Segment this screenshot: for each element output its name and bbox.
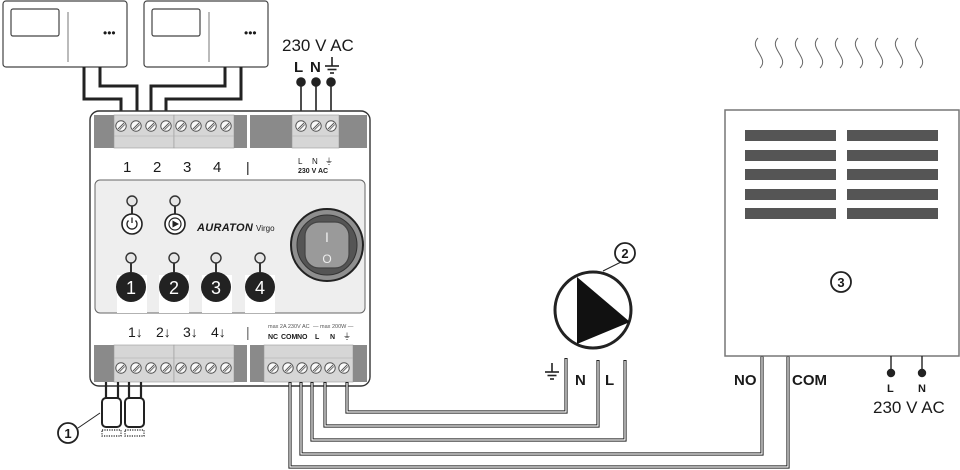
zone-button-label: 1 [126, 278, 136, 298]
terminal-label-l: L [315, 334, 320, 341]
zone-button-3[interactable]: 3 [201, 252, 232, 313]
zone-button-4[interactable]: 4 [245, 252, 275, 313]
zone-input-label-2: 2 [153, 159, 161, 176]
auraton-virgo-controller: 1 2 3 4 | L N ⏚ 230 V AC AURATON Vir [89, 110, 371, 387]
pump-earth-icon [544, 362, 560, 380]
terminal-label-earth: ⏚ [343, 332, 351, 341]
terminal-label-nc: NC [268, 334, 278, 341]
terminal-label-no: NO [297, 334, 308, 341]
callout-1: 1 [57, 422, 79, 444]
power-l-label: L [298, 157, 303, 166]
pump-n-label: N [575, 372, 586, 389]
zone-input-label-1: 1 [123, 159, 131, 176]
callout-1-label: 1 [64, 426, 71, 441]
thermostat-menu-dots: ••• [103, 26, 116, 40]
model-name: Virgo [256, 224, 275, 233]
brand-logo: AURATON [196, 222, 254, 234]
callout-3-label: 3 [837, 275, 844, 290]
circulation-pump [553, 258, 633, 350]
zone-input-label-3: 3 [183, 159, 191, 176]
supply-l-label: L [294, 59, 303, 76]
pump-l-label: L [605, 372, 614, 389]
zone-output-label-4: 4↓ [211, 324, 226, 340]
zone-button-label: 2 [169, 278, 179, 298]
thermostat-menu-dots: ••• [244, 26, 257, 40]
boiler-no-label: NO [734, 372, 757, 389]
power-icon [126, 217, 138, 230]
earth-ground-icon [324, 56, 340, 74]
terminal-label-n: N [330, 334, 335, 341]
callout-3: 3 [830, 271, 852, 293]
boiler-com-label: COM [792, 372, 827, 389]
thermal-actuators [77, 382, 145, 437]
zone-button-2[interactable]: 2 [159, 252, 189, 313]
zone-button-label: 3 [211, 278, 221, 298]
pump-rating-label: — max 200W — [313, 324, 354, 330]
callout-2-label: 2 [621, 246, 628, 261]
zone-button-1[interactable]: 1 [116, 252, 147, 313]
power-n-label: N [312, 157, 318, 166]
supply-n-label: N [310, 59, 321, 76]
power-voltage-label: 230 V AC [298, 168, 328, 175]
switch-on-label: I [325, 229, 329, 245]
zone-button-label: 4 [255, 278, 265, 298]
boiler: 3 NO COM L N 230 V AC [724, 37, 960, 417]
supply-voltage-label: 230 V AC [282, 36, 354, 55]
room-thermostat-1: ••• [2, 0, 128, 68]
callout-2: 2 [614, 242, 636, 264]
zone-output-label-2: 2↓ [156, 324, 171, 340]
boiler-voltage-label: 230 V AC [873, 398, 945, 417]
boiler-vents [745, 130, 938, 219]
power-earth-label: ⏚ [325, 157, 333, 166]
boiler-n-label: N [918, 383, 926, 395]
room-thermostat-2: ••• [143, 0, 269, 68]
relay-rating-label: max 2A 230V AC [268, 324, 310, 330]
pump-indicator [164, 195, 186, 235]
zone-output-label-1: 1↓ [128, 324, 143, 340]
pump-symbol-icon [577, 277, 630, 344]
top-screw-terminals [115, 120, 337, 132]
boiler-l-label: L [887, 383, 894, 395]
heat-waves [755, 37, 923, 69]
top-power-supply: 230 V AC L N [282, 36, 354, 115]
section-divider: | [246, 159, 250, 175]
switch-off-label: O [322, 252, 331, 266]
power-indicator [121, 195, 143, 235]
section-divider: | [246, 324, 250, 340]
terminal-label-com: COM [281, 334, 298, 341]
power-rocker-switch[interactable]: I O [290, 208, 364, 282]
zone-input-label-4: 4 [213, 159, 221, 176]
thermostat-wires [82, 67, 243, 115]
pump-play-icon [172, 220, 179, 228]
zone-output-label-3: 3↓ [183, 324, 198, 340]
output-wires-inner [289, 357, 789, 468]
